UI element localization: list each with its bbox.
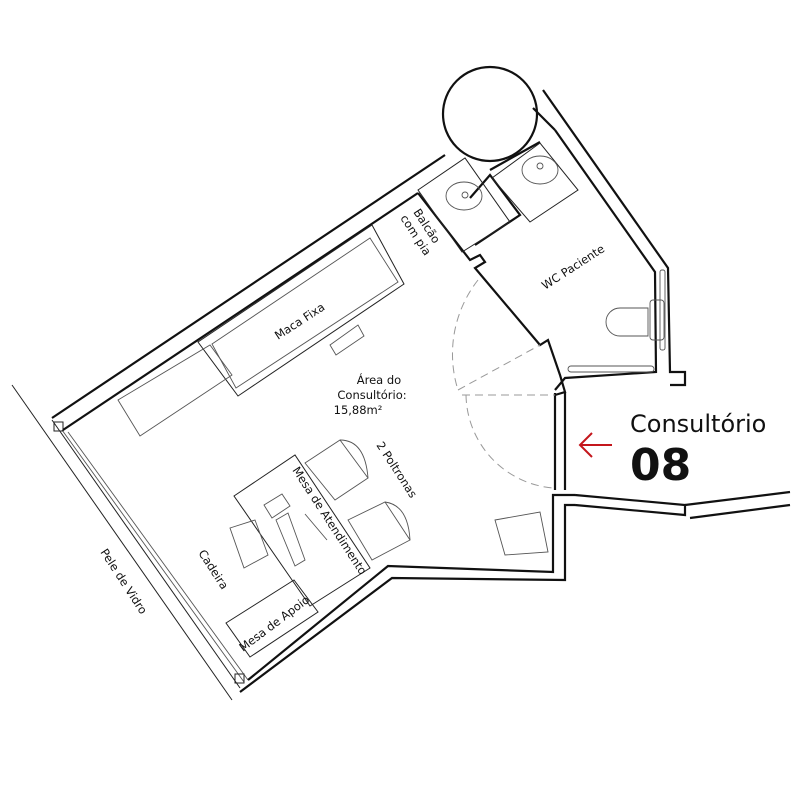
column-round [441, 65, 539, 163]
column [234, 673, 245, 684]
mesa-atendimento [229, 454, 371, 607]
label-maca: Maca Fixa [272, 300, 327, 343]
armchairs [304, 439, 549, 561]
label-poltronas: 2 Poltronas [373, 439, 420, 500]
column [53, 421, 64, 432]
label-mesa-atendimento: Mesa de Atendimento [289, 464, 369, 577]
label-area-3: 15,88m² [334, 403, 383, 417]
label-pele-vidro: Pele de Vidro [97, 546, 150, 617]
label-area-2: Consultório: [337, 388, 406, 402]
room-name: Consultório [630, 410, 767, 438]
door-swing [451, 279, 555, 489]
label-wc: WC Paciente [539, 242, 607, 293]
entrance-arrow-icon [578, 432, 612, 458]
room-number: 08 [630, 440, 692, 491]
glass-facade [11, 384, 249, 701]
wc-sink [491, 142, 579, 223]
mesa-apoio [225, 579, 319, 658]
balcao-sink [417, 157, 511, 253]
toilet [567, 269, 666, 373]
label-area-1: Área do [357, 372, 401, 387]
label-cadeira: Cadeira [195, 547, 231, 592]
walls [51, 65, 791, 693]
